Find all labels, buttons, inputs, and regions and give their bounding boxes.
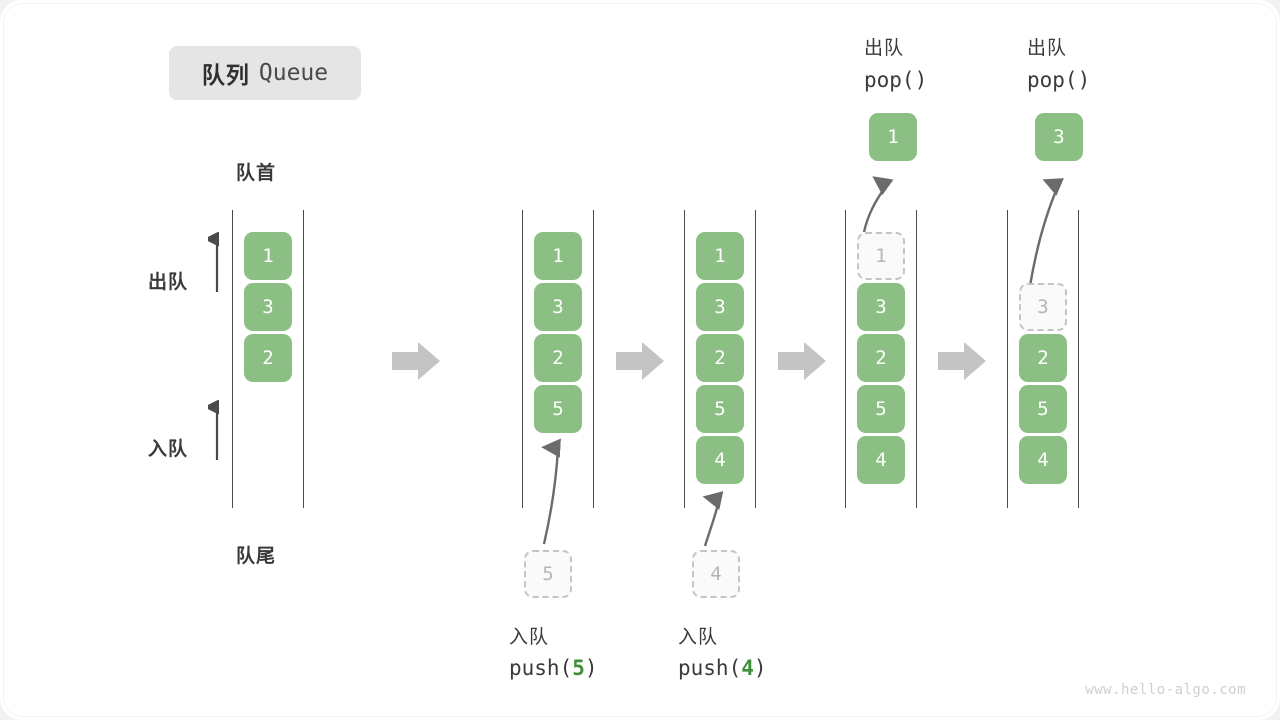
queue-cell: 4 — [857, 436, 905, 484]
queue-cell-vacated: 1 — [857, 232, 905, 280]
queue-rail-right — [916, 210, 917, 508]
queue-cell: 1 — [696, 232, 744, 280]
enqueue-direction-label: 入队 — [148, 439, 189, 460]
queue-rail-right — [1078, 210, 1079, 508]
queue-cell: 1 — [244, 232, 292, 280]
step-arrow-icon — [938, 342, 986, 380]
push-op-prefix: push( — [509, 656, 573, 680]
push-op-value: 4 — [741, 656, 754, 680]
push-arrow-icon — [702, 491, 724, 547]
push-op-prefix: push( — [678, 656, 742, 680]
queue-cell: 3 — [857, 283, 905, 331]
step-arrow-icon — [392, 342, 440, 380]
pop-op-prefix: pop( — [1027, 68, 1078, 92]
popped-element-box: 1 — [869, 113, 917, 161]
push-op-label: 入队 — [509, 627, 550, 648]
queue-cell: 3 — [244, 283, 292, 331]
pop-op-code: pop() — [1027, 68, 1090, 92]
queue-head-label: 队首 — [236, 163, 277, 184]
queue-rail-left — [232, 210, 233, 508]
queue-cell: 5 — [857, 385, 905, 433]
pop-op-label: 出队 — [1027, 38, 1068, 59]
queue-cell: 2 — [244, 334, 292, 382]
queue-cell: 1 — [534, 232, 582, 280]
push-source-box: 5 — [524, 550, 572, 598]
queue-cell: 2 — [1019, 334, 1067, 382]
push-op-suffix: ) — [753, 656, 767, 680]
step-arrow-icon — [778, 342, 826, 380]
queue-cell: 3 — [534, 283, 582, 331]
dequeue-direction-label: 出队 — [148, 272, 189, 293]
pop-arrow-icon — [862, 176, 894, 233]
queue-rail-right — [593, 210, 594, 508]
queue-cell-vacated: 3 — [1019, 283, 1067, 331]
queue-cell: 4 — [696, 436, 744, 484]
queue-cell: 2 — [696, 334, 744, 382]
queue-rail-right — [303, 210, 304, 508]
title-badge: 队列 Queue — [169, 46, 361, 100]
push-op-code: push(4) — [678, 656, 767, 680]
title-cn: 队列 — [201, 62, 250, 88]
queue-cell: 5 — [696, 385, 744, 433]
pop-op-suffix: ) — [914, 68, 928, 92]
push-op-suffix: ) — [584, 656, 598, 680]
enqueue-direction-arrow-icon — [208, 400, 220, 460]
queue-cell: 5 — [1019, 385, 1067, 433]
queue-rail-left — [684, 210, 685, 508]
pop-op-prefix: pop( — [864, 68, 915, 92]
pop-op-code: pop() — [864, 68, 927, 92]
queue-rail-left — [522, 210, 523, 508]
queue-cell: 2 — [857, 334, 905, 382]
title-en: Queue — [258, 60, 329, 86]
push-arrow-icon — [541, 438, 561, 545]
popped-element-box: 3 — [1035, 113, 1083, 161]
pop-arrow-icon — [1028, 178, 1064, 287]
queue-rail-left — [1007, 210, 1008, 508]
queue-rail-right — [755, 210, 756, 508]
watermark: www.hello-algo.com — [1085, 682, 1246, 698]
dequeue-direction-arrow-icon — [208, 232, 220, 292]
queue-cell: 4 — [1019, 436, 1067, 484]
pop-op-suffix: ) — [1077, 68, 1091, 92]
queue-rail-left — [845, 210, 846, 508]
queue-cell: 5 — [534, 385, 582, 433]
push-op-label: 入队 — [678, 627, 719, 648]
push-op-value: 5 — [572, 656, 585, 680]
queue-tail-label: 队尾 — [236, 546, 277, 567]
queue-cell: 2 — [534, 334, 582, 382]
push-op-code: push(5) — [509, 656, 598, 680]
pop-op-label: 出队 — [864, 38, 905, 59]
queue-cell: 3 — [696, 283, 744, 331]
step-arrow-icon — [616, 342, 664, 380]
push-source-box: 4 — [692, 550, 740, 598]
